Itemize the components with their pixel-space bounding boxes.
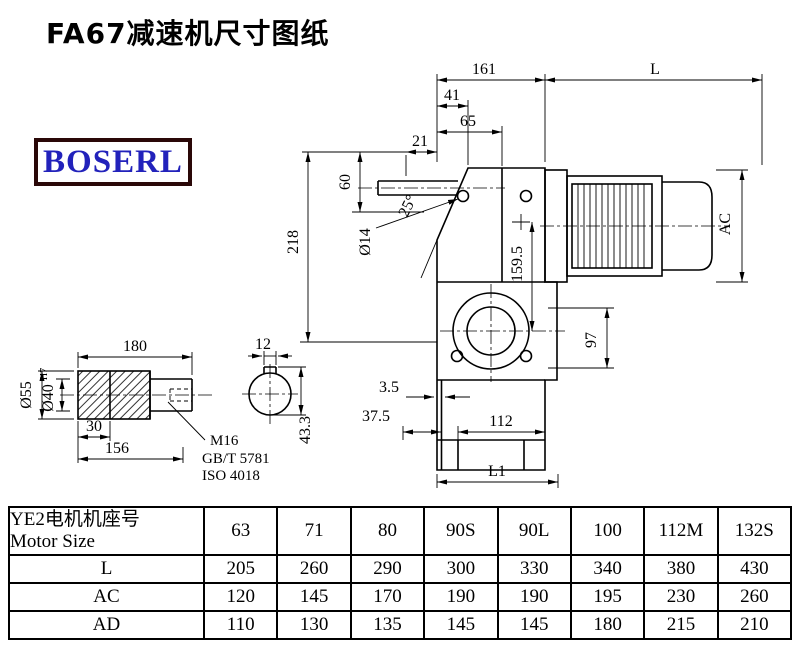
dim-dia55: Ø55 — [18, 381, 35, 409]
value-cell: 205 — [202, 554, 279, 584]
value-cell: 190 — [423, 582, 499, 612]
value-cell: 340 — [569, 554, 646, 584]
size-cell: 90L — [496, 506, 572, 556]
value-cell: 180 — [569, 610, 646, 640]
value-cell: 190 — [496, 582, 572, 612]
value-cell: 120 — [202, 582, 279, 612]
dim-159-5: 159.5 — [509, 246, 526, 282]
motor-header-en: Motor Size — [10, 531, 95, 552]
motor-header-cn: YE2电机机座号 — [10, 509, 140, 531]
dim-21: 21 — [412, 133, 428, 150]
thread-spec-iso: ISO 4018 — [202, 468, 260, 484]
dimension-lines — [38, 74, 763, 488]
size-cell: 112M — [643, 506, 719, 556]
technical-drawing: 161 L 41 65 21 60 218 25° Ø14 AC 159.5 9… — [18, 61, 763, 488]
centerlines — [60, 187, 730, 424]
dim-37-5: 37.5 — [362, 408, 390, 425]
dimension-texts: 161 L 41 65 21 60 218 25° Ø14 AC 159.5 9… — [18, 61, 734, 484]
size-cell: 80 — [349, 506, 426, 556]
dim-60: 60 — [337, 174, 354, 190]
dim-112: 112 — [489, 413, 512, 430]
value-cell: 145 — [423, 610, 499, 640]
size-cell: 63 — [202, 506, 279, 556]
size-cell: 71 — [276, 506, 352, 556]
dim-dia40: Ø40 — [40, 384, 57, 412]
dimension-table: YE2电机机座号 Motor Size 63 71 80 90S 90L 100… — [8, 506, 793, 640]
value-cell: 145 — [496, 610, 572, 640]
value-cell: 430 — [716, 554, 793, 584]
thread-spec-m16: M16 — [210, 433, 239, 449]
value-cell: 110 — [202, 610, 279, 640]
page-title: FA67减速机尺寸图纸 — [46, 17, 330, 50]
dim-41: 41 — [444, 87, 460, 104]
value-cell: 145 — [276, 582, 352, 612]
value-cell: 290 — [349, 554, 426, 584]
table-header-row: YE2电机机座号 Motor Size 63 71 80 90S 90L 100… — [8, 506, 793, 556]
dim-218: 218 — [285, 230, 302, 254]
dim-30: 30 — [86, 418, 102, 435]
value-cell: 260 — [276, 554, 352, 584]
motor-size-header-cell: YE2电机机座号 Motor Size — [8, 506, 205, 556]
value-cell: 380 — [643, 554, 719, 584]
thread-spec-gb: GB/T 5781 — [202, 451, 270, 467]
dim-3-5: 3.5 — [379, 379, 399, 396]
value-cell: 170 — [349, 582, 426, 612]
dim-180: 180 — [123, 338, 147, 355]
dim-161: 161 — [472, 61, 496, 78]
size-cell: 90S — [423, 506, 499, 556]
value-cell: 230 — [643, 582, 719, 612]
boserl-logo: BOSERL — [34, 138, 192, 186]
logo-text: BOSERL — [43, 143, 183, 180]
dim-L1: L1 — [488, 463, 506, 480]
shaft-detail-outline — [77, 366, 292, 420]
value-cell: 300 — [423, 554, 499, 584]
row-label: AD — [8, 610, 205, 640]
dim-12: 12 — [255, 336, 271, 353]
value-cell: 135 — [349, 610, 426, 640]
dim-65: 65 — [460, 113, 476, 130]
row-label: L — [8, 554, 205, 584]
dim-43-3: 43.3 — [297, 416, 314, 444]
dim-dia40-tolerance: H7 — [39, 368, 50, 380]
value-cell: 210 — [716, 610, 793, 640]
dim-AC: AC — [717, 213, 734, 235]
dim-angle-25: 25° — [395, 192, 420, 220]
dim-97: 97 — [583, 332, 600, 348]
size-cell: 100 — [569, 506, 646, 556]
dim-156: 156 — [105, 440, 129, 457]
dim-dia14: Ø14 — [357, 228, 374, 256]
value-cell: 130 — [276, 610, 352, 640]
size-cell: 132S — [716, 506, 793, 556]
value-cell: 195 — [569, 582, 646, 612]
value-cell: 330 — [496, 554, 572, 584]
value-cell: 260 — [716, 582, 793, 612]
table-row-AC: AC 120 145 170 190 190 195 230 260 — [8, 582, 793, 612]
table-row-L: L 205 260 290 300 330 340 380 430 — [8, 554, 793, 584]
row-label: AC — [8, 582, 205, 612]
value-cell: 215 — [643, 610, 719, 640]
table-row-AD: AD 110 130 135 145 145 180 215 210 — [8, 610, 793, 640]
dim-L: L — [650, 61, 660, 78]
